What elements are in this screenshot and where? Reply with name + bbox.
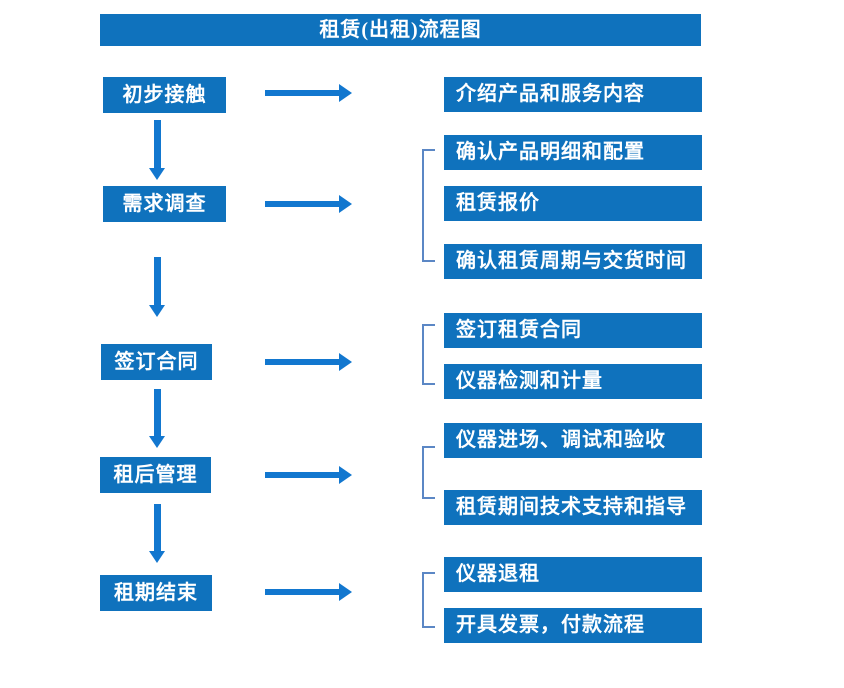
detail-box-instrument-return: 仪器退租 — [444, 557, 702, 592]
stage-box-post-rental-mgmt: 租后管理 — [100, 457, 211, 493]
down-arrow-4-icon — [149, 504, 165, 563]
down-arrow-3-icon — [149, 389, 165, 448]
detail-box-tech-support: 租赁期间技术支持和指导 — [444, 490, 702, 525]
detail-box-confirm-details: 确认产品明细和配置 — [444, 135, 702, 170]
right-arrow-stage3-icon — [265, 353, 352, 371]
stage-box-demand-survey: 需求调查 — [103, 186, 226, 222]
right-arrow-stage4-icon — [265, 466, 352, 484]
detail-box-invoice-payment: 开具发票，付款流程 — [444, 608, 702, 643]
down-arrow-1-icon — [149, 120, 165, 180]
detail-box-introduce-products: 介绍产品和服务内容 — [444, 77, 702, 112]
right-arrow-stage1-icon — [265, 84, 352, 102]
stage-box-rental-end: 租期结束 — [100, 575, 212, 611]
detail-box-confirm-period: 确认租赁周期与交货时间 — [444, 244, 702, 279]
right-arrow-stage2-icon — [265, 195, 352, 213]
detail-box-instrument-testing: 仪器检测和计量 — [444, 364, 702, 399]
flowchart-title: 租赁(出租)流程图 — [100, 14, 701, 46]
detail-box-instrument-setup: 仪器进场、调试和验收 — [444, 423, 702, 458]
detail-box-sign-rental-contract: 签订租赁合同 — [444, 313, 702, 348]
bracket-stage5-group — [422, 572, 435, 628]
down-arrow-2-icon — [149, 257, 165, 317]
bracket-stage2-group — [422, 149, 435, 262]
bracket-stage3-group — [422, 324, 435, 385]
stage-box-initial-contact: 初步接触 — [103, 77, 226, 113]
right-arrow-stage5-icon — [265, 583, 352, 601]
bracket-stage4-group — [422, 446, 435, 499]
detail-box-rental-quote: 租赁报价 — [444, 186, 702, 221]
stage-box-sign-contract: 签订合同 — [101, 344, 212, 380]
